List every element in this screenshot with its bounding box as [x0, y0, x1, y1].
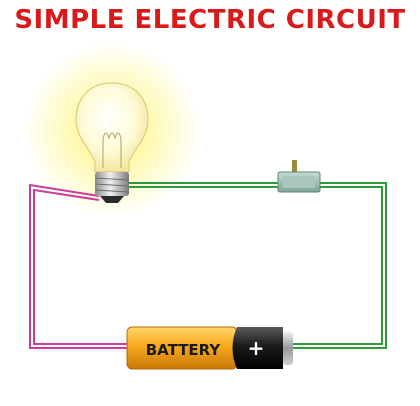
battery-icon: BATTERY +: [126, 326, 293, 370]
light-bulb-icon: [75, 82, 149, 203]
battery-positive-symbol: +: [248, 336, 265, 360]
page-title: SIMPLE ELECTRIC CIRCUIT: [14, 5, 406, 35]
battery-label: BATTERY: [146, 341, 222, 359]
pink-wire: [29, 183, 127, 349]
switch-icon: [277, 160, 321, 193]
green-wire: [125, 182, 387, 349]
